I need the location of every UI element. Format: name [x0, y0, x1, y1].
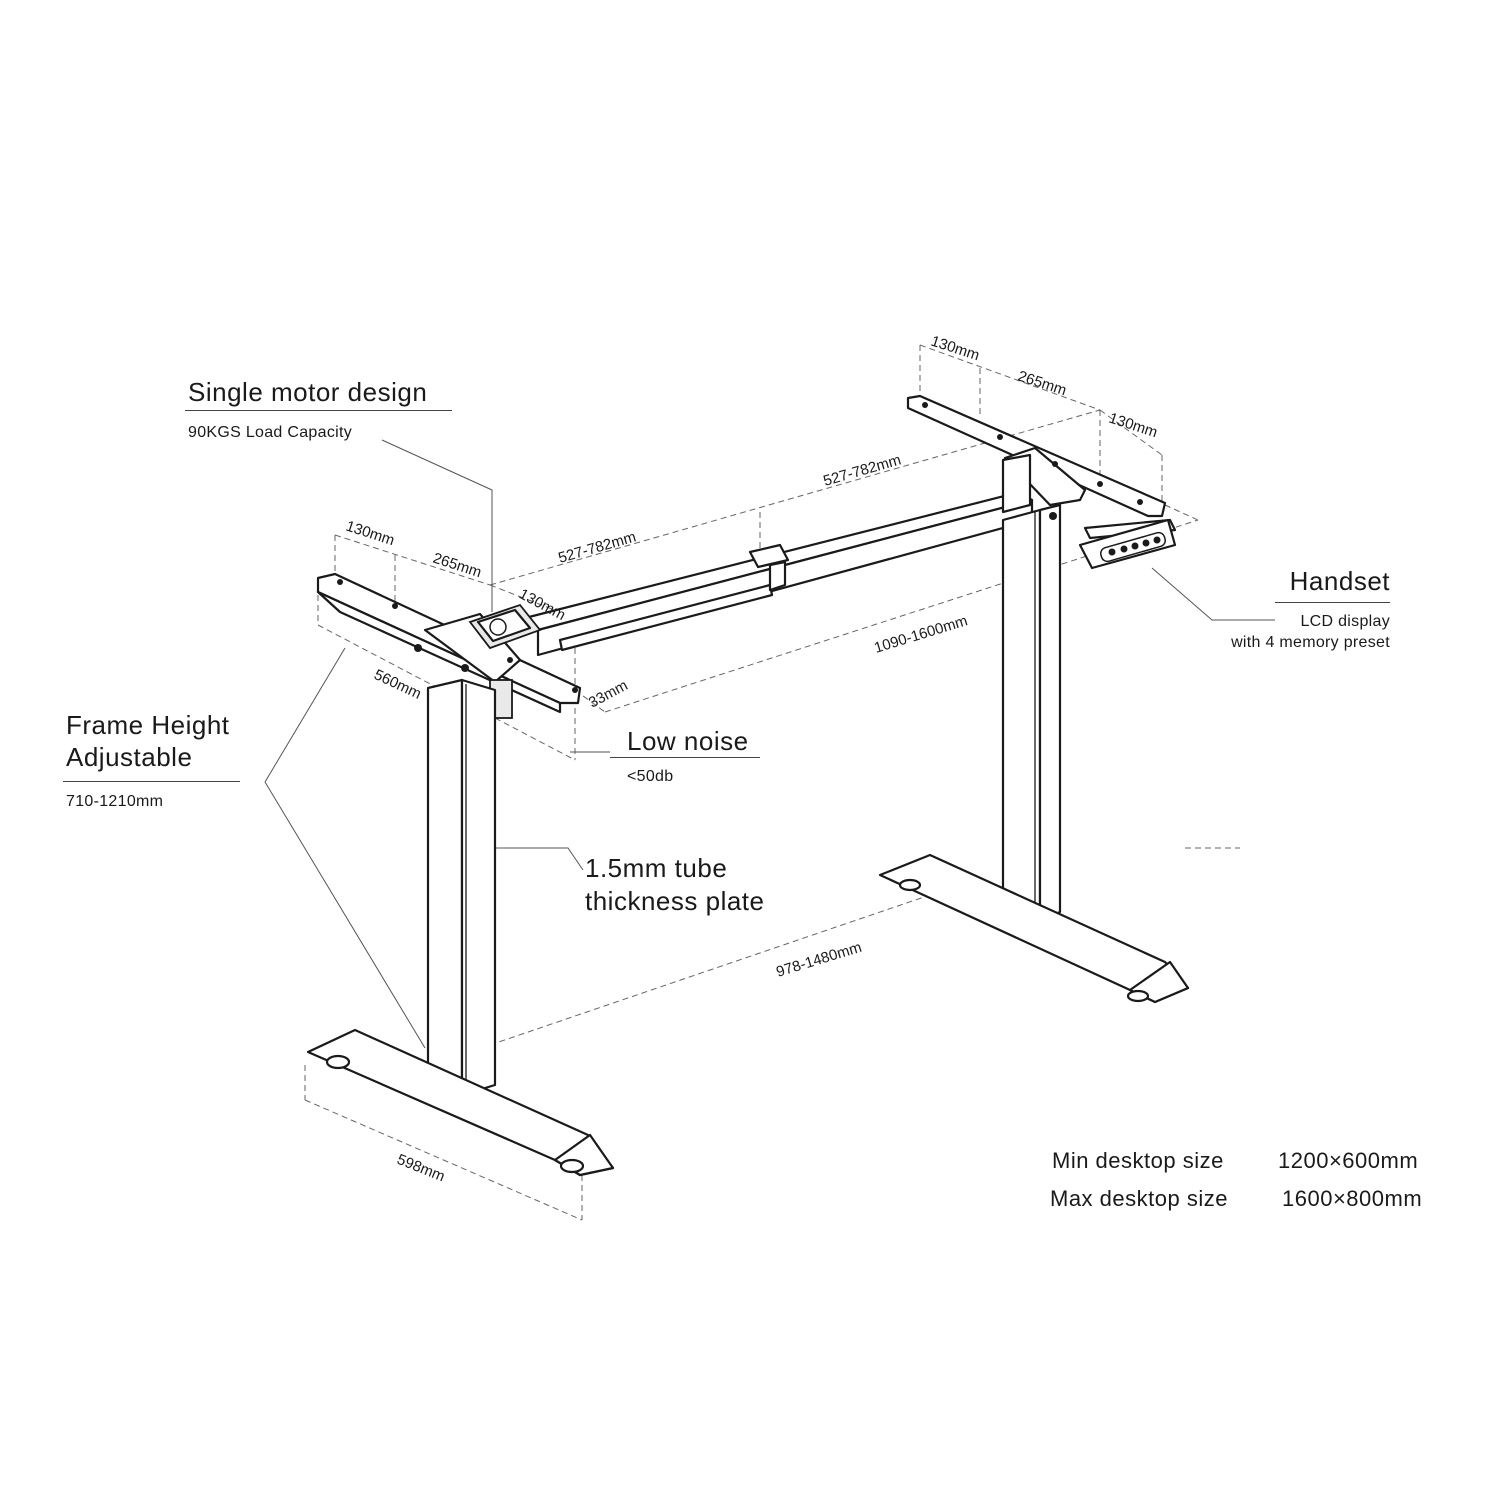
handset-subtitle-line1: LCD display: [1300, 613, 1390, 630]
min-desktop-value: 1200×600mm: [1278, 1148, 1419, 1173]
dim-left-bracket-front: 130mm: [344, 518, 397, 550]
frame-height-underline: [63, 781, 240, 782]
tube-title-line2: thickness plate: [585, 886, 765, 916]
dim-left-bracket-mid: 265mm: [431, 550, 484, 582]
handset-subtitle-line2: with 4 memory preset: [1231, 634, 1390, 651]
dim-foot-spacing: 978-1480mm: [774, 939, 863, 981]
handset-underline: [1275, 602, 1390, 603]
noise-subtitle: <50db: [627, 768, 674, 785]
motor-underline: [185, 410, 452, 411]
motor-housing: [468, 603, 542, 719]
right-foot: [878, 853, 1190, 1004]
noise-underline: [610, 757, 760, 758]
dim-right-bracket-mid: 265mm: [1016, 368, 1069, 400]
min-desktop-label: Min desktop size: [1052, 1148, 1224, 1173]
dim-overall-width: 1090-1600mm: [872, 612, 969, 657]
dim-right-bracket-front: 130mm: [929, 333, 982, 365]
dim-beam-right: 527-782mm: [821, 451, 903, 489]
frame-height-title-line2: Adjustable: [66, 742, 193, 772]
frame-height-title-line1: Frame Height: [66, 710, 230, 740]
right-leg: [1001, 453, 1062, 922]
dim-beam-left: 527-782mm: [556, 528, 638, 566]
max-desktop-value: 1600×800mm: [1282, 1186, 1423, 1211]
leader-lines: [264, 439, 1275, 1049]
handset-drawing: [1078, 518, 1177, 570]
left-foot: [306, 1028, 615, 1177]
left-leg: [426, 678, 497, 1097]
tube-title-line1: 1.5mm tube: [585, 853, 728, 883]
dim-right-bracket-back: 130mm: [1107, 410, 1160, 442]
dim-bracket-thickness: 33mm: [586, 677, 631, 712]
frame-height-subtitle: 710-1210mm: [66, 793, 164, 810]
motor-subtitle: 90KGS Load Capacity: [188, 424, 353, 441]
dim-bracket-length: 560mm: [371, 666, 424, 703]
handset-title: Handset: [1289, 566, 1390, 596]
motor-title: Single motor design: [188, 377, 428, 407]
cross-beam: [523, 490, 1034, 657]
max-desktop-label: Max desktop size: [1050, 1186, 1228, 1211]
dim-foot-length: 598mm: [395, 1151, 448, 1186]
noise-title: Low noise: [627, 726, 749, 756]
